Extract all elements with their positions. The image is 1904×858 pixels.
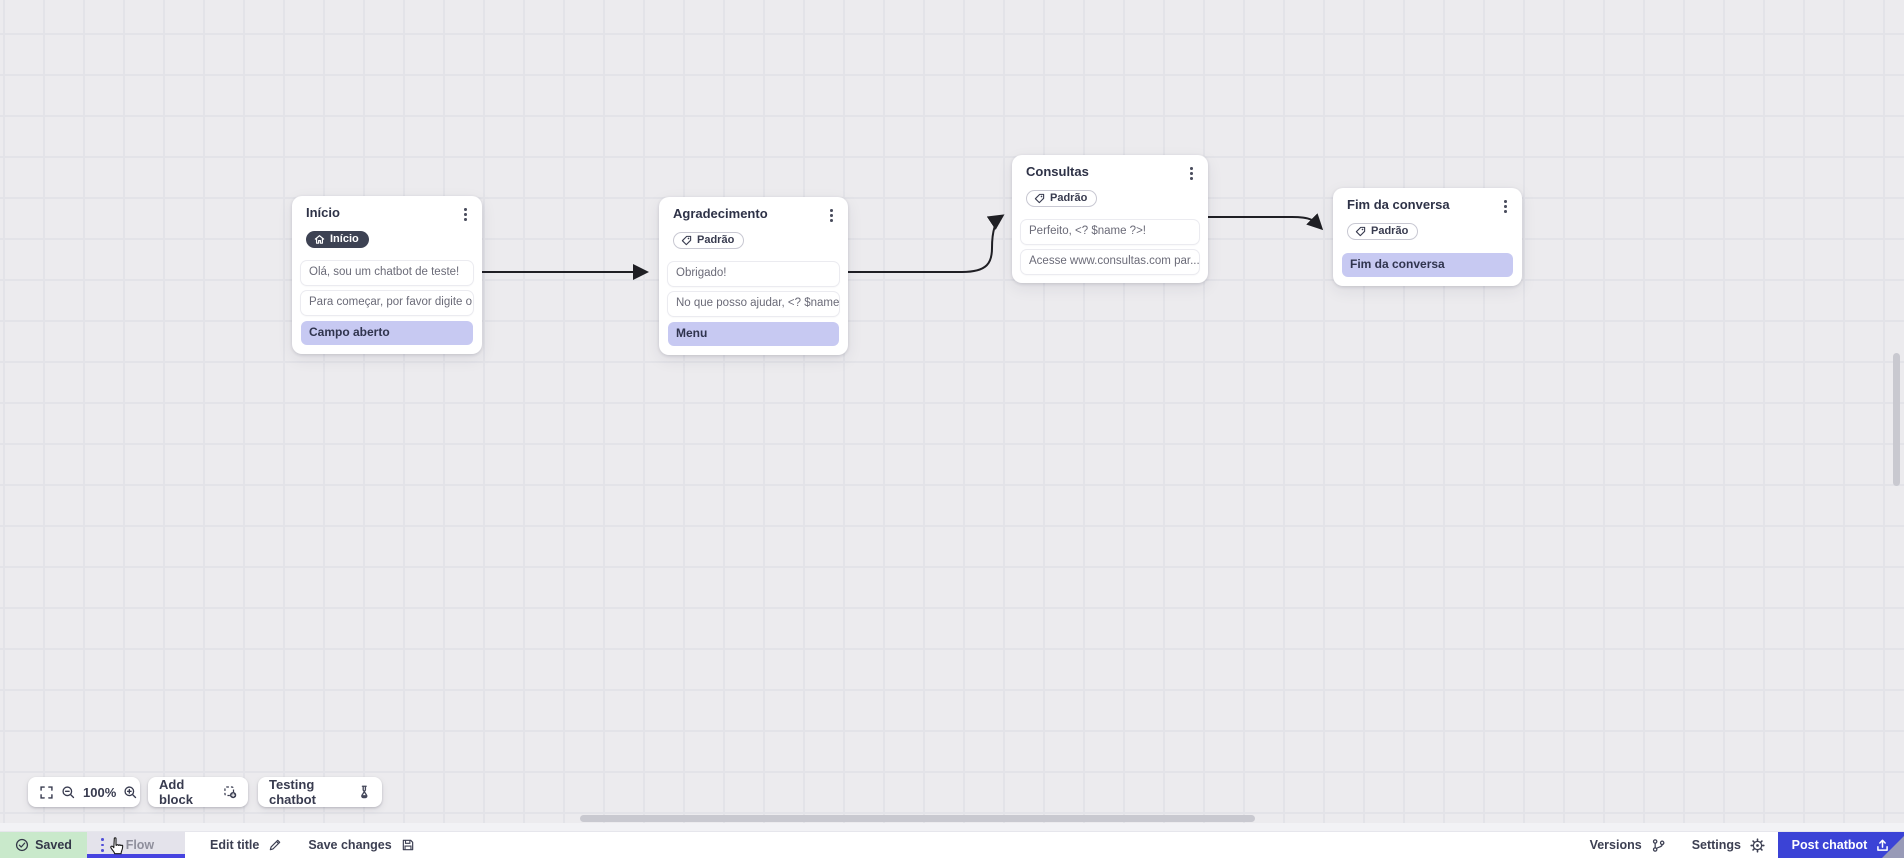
zoom-level: 100% [83,784,117,800]
statusbar-spacer [428,832,1577,858]
node-title: Início [306,205,340,220]
message-bubble[interactable]: Acesse www.consultas.com par... [1021,249,1199,274]
node-badge: Padrão [673,232,745,250]
flow-menu-icon[interactable] [96,835,109,854]
connector-agradecimento-consultas[interactable] [845,214,1005,273]
testing-chatbot-button[interactable]: Testing chatbot [258,777,382,807]
canvas-zoom-controls: 100% [28,777,140,807]
horizontal-scrollbar[interactable] [580,815,1255,822]
node-agradecimento[interactable]: Agradecimento Padrão Obrigado! No que po… [659,197,848,355]
tag-icon [1034,193,1045,203]
check-circle-icon [16,838,29,852]
node-menu-icon[interactable] [1499,197,1512,216]
canvas-bottom-gutter [0,823,1904,832]
connector-consultas-fim[interactable] [1205,213,1324,231]
node-badge: Padrão [1026,190,1098,208]
node-title: Agradecimento [673,206,768,221]
message-bubble[interactable]: No que posso ajudar, <? $name ... [668,291,839,316]
flask-icon [361,785,368,799]
saved-status-badge: Saved [0,832,87,858]
action-block[interactable]: Fim da conversa [1342,252,1513,277]
tag-icon [681,235,692,245]
node-badge: Padrão [1347,223,1419,241]
bottom-status-bar: Saved Flow Edit title Save changes Versi… [0,832,1904,858]
node-consultas[interactable]: Consultas Padrão Perfeito, <? $name ?>! … [1012,155,1208,283]
action-block[interactable]: Menu [668,321,839,346]
corner-fold [1882,836,1904,858]
flow-tab-label: Flow [125,838,155,852]
branch-icon [1652,838,1665,852]
gear-icon [1750,837,1765,853]
add-block-icon [224,786,237,799]
tag-icon [1355,226,1366,236]
fullscreen-icon[interactable] [39,785,54,800]
add-block-button[interactable]: Add block [148,777,248,807]
versions-button[interactable]: Versions [1577,832,1679,858]
message-bubble[interactable]: Obrigado! [668,261,839,286]
node-title: Consultas [1026,164,1089,179]
vertical-scrollbar[interactable] [1893,353,1900,486]
mouse-cursor [110,837,124,855]
zoom-in-icon[interactable] [123,785,138,800]
node-badge: Início [306,231,369,249]
node-menu-icon[interactable] [1185,164,1198,183]
node-inicio[interactable]: Início Início Olá, sou um chatbot de tes… [292,196,482,354]
save-changes-button[interactable]: Save changes [295,832,427,858]
edit-title-button[interactable]: Edit title [197,832,295,858]
home-icon [314,234,325,244]
message-bubble[interactable]: Olá, sou um chatbot de teste! [301,260,473,285]
node-title: Fim da conversa [1347,197,1450,212]
action-block[interactable]: Campo aberto [301,320,473,345]
tab-flow[interactable]: Flow [87,832,185,858]
node-menu-icon[interactable] [459,205,472,224]
active-tab-underline [87,854,185,858]
node-menu-icon[interactable] [825,206,838,225]
node-fim-da-conversa[interactable]: Fim da conversa Padrão Fim da conversa [1333,188,1522,286]
zoom-out-icon[interactable] [61,785,76,800]
settings-button[interactable]: Settings [1679,832,1778,858]
save-icon [402,839,413,851]
pencil-icon [270,839,281,851]
message-bubble[interactable]: Perfeito, <? $name ?>! [1021,219,1199,244]
message-bubble[interactable]: Para começar, por favor digite o ... [301,290,473,315]
